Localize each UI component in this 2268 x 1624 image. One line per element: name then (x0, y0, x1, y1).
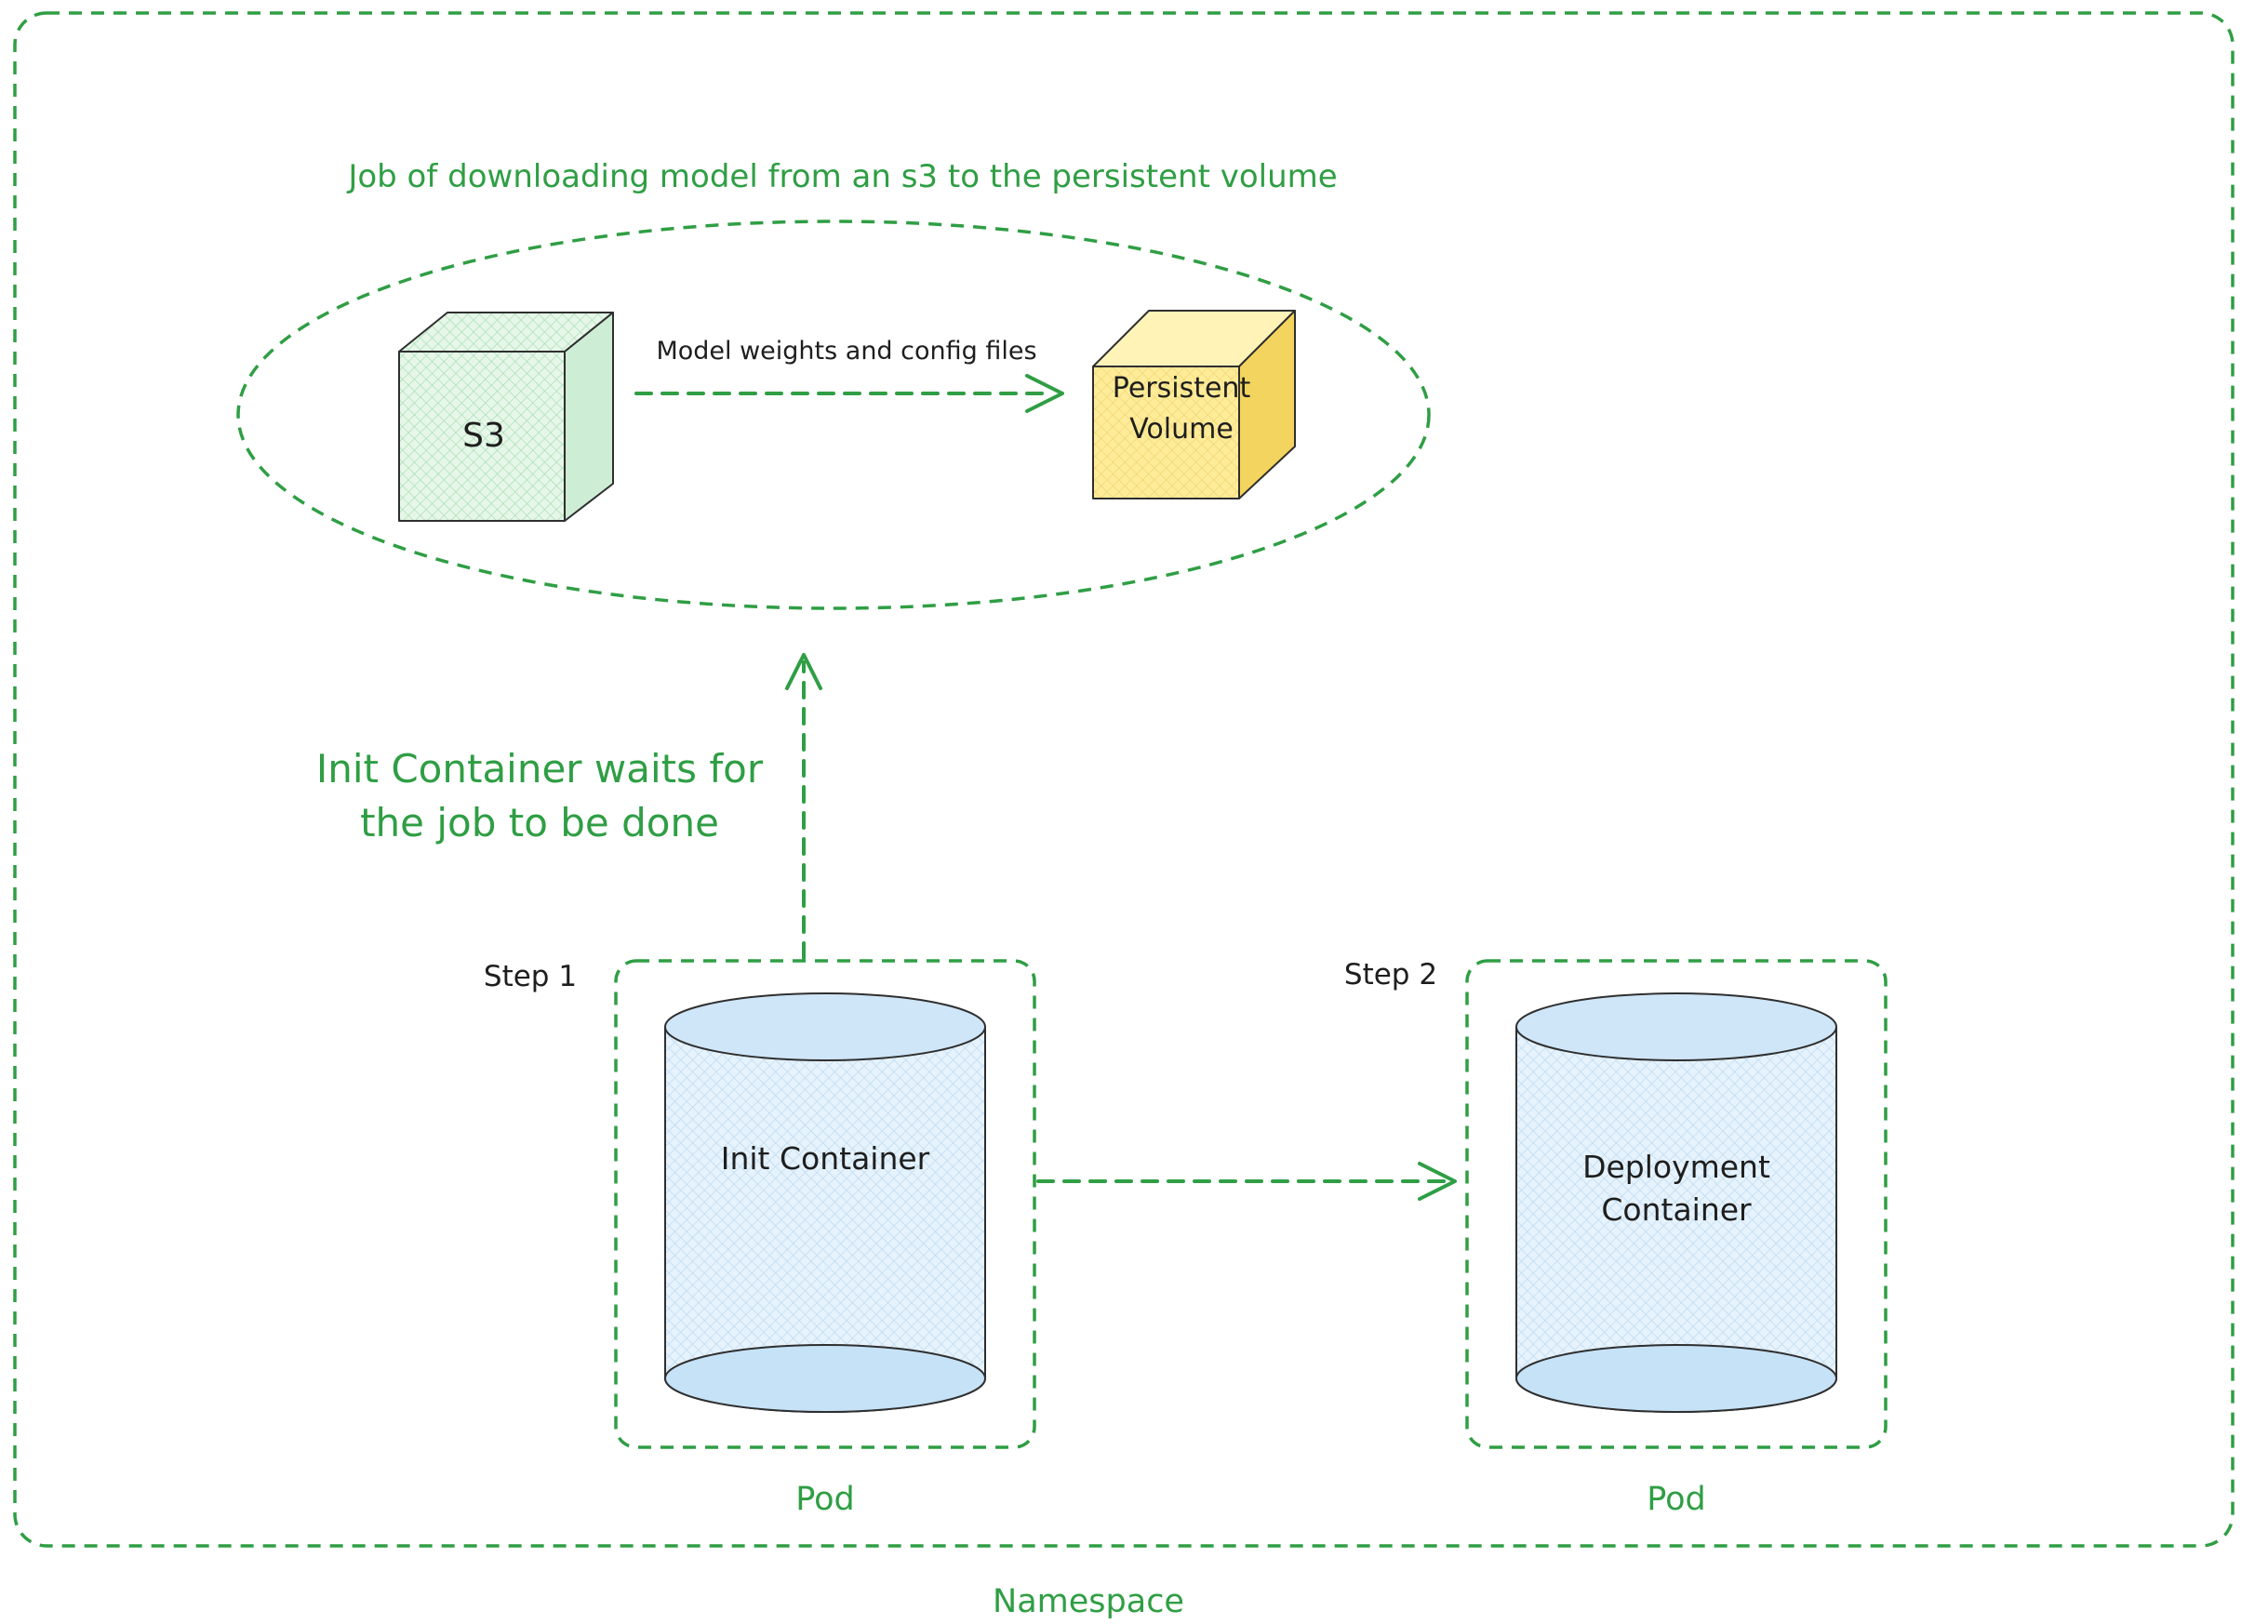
pod2-label: Pod (1647, 1481, 1706, 1518)
s3-cube (398, 312, 614, 522)
step2-label: Step 2 (1343, 958, 1438, 992)
deployment-container-label: Deployment Container (1518, 1146, 1834, 1231)
persistent-volume-label-line1: Persistent (1112, 372, 1251, 405)
namespace-label: Namespace (993, 1583, 1184, 1620)
pv-cube-front-face (1092, 366, 1240, 499)
namespace-boundary (13, 11, 2235, 1548)
persistent-volume-label: Persistent Volume (1079, 368, 1284, 450)
s3-label: S3 (462, 417, 505, 455)
pod1-label: Pod (795, 1481, 855, 1518)
job-title: Job of downloading model from an s3 to t… (348, 158, 1338, 195)
wait-note-line1: Init Container waits for (315, 746, 764, 792)
persistent-volume-label-line2: Volume (1129, 413, 1234, 446)
persistent-volume-cube (1092, 310, 1296, 499)
job-ellipse (236, 220, 1431, 610)
init-container-label: Init Container (720, 1140, 930, 1177)
pod-transfer-arrow (1036, 1162, 1457, 1201)
pod1-boundary (614, 959, 1036, 1449)
wait-note: Init Container waits for the job to be d… (242, 742, 837, 850)
wait-arrow (785, 653, 822, 960)
step1-label: Step 1 (483, 960, 578, 993)
model-transfer-label: Model weights and config files (656, 337, 1037, 366)
model-transfer-arrow (634, 374, 1064, 413)
pod2-boundary (1465, 959, 1888, 1449)
deployment-container-label-line2: Container (1601, 1191, 1752, 1228)
wait-note-line2: the job to be done (360, 800, 719, 845)
deployment-container-label-line1: Deployment (1582, 1149, 1770, 1185)
init-container-cylinder (664, 992, 986, 1413)
s3-cube-front-face (398, 351, 566, 522)
deployment-container-cylinder (1515, 992, 1837, 1413)
